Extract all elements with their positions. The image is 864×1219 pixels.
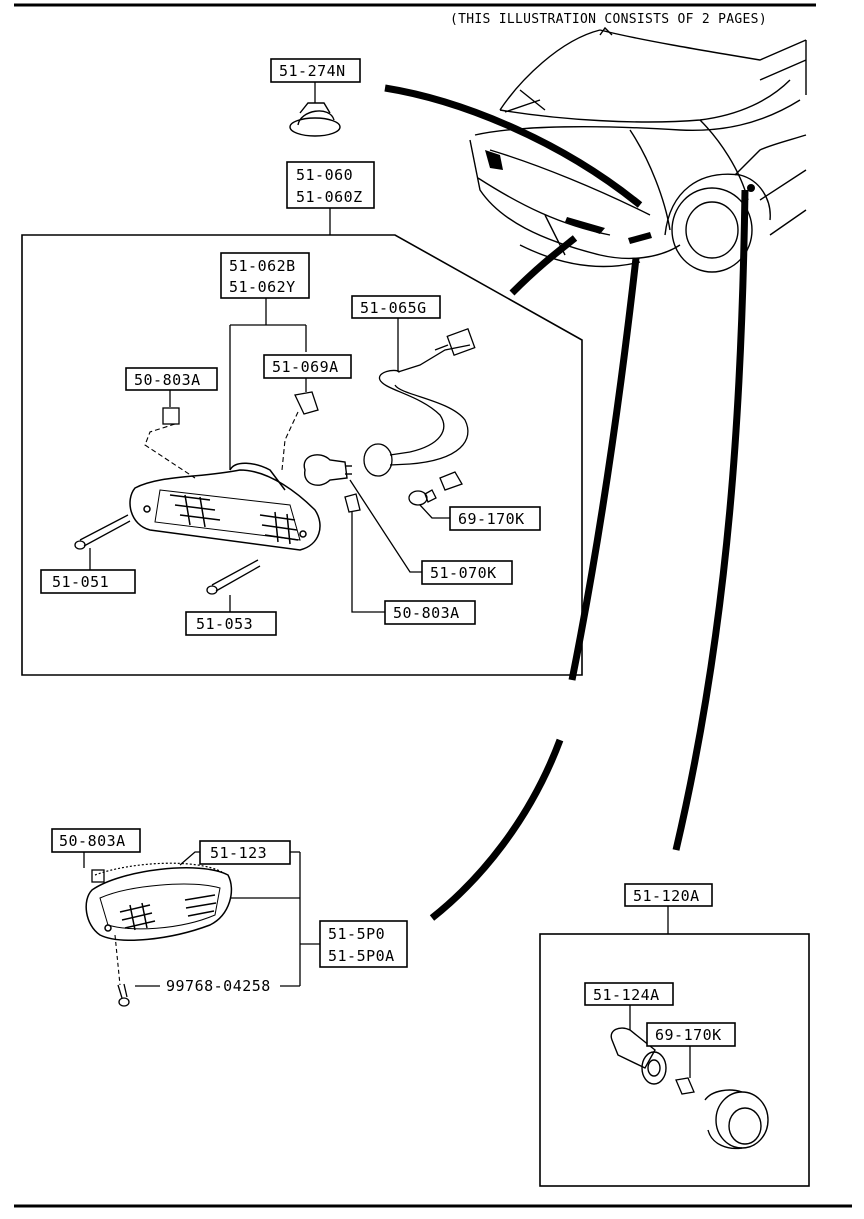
front-turn-lamp bbox=[129, 462, 321, 551]
part-number-69-170k-top: 69-170K bbox=[458, 510, 525, 528]
label-51-060: 51-060 51-060Z bbox=[286, 161, 375, 209]
part-number-51-060z: 51-060Z bbox=[296, 188, 363, 206]
label-51-062: 51-062B 51-062Y bbox=[220, 252, 310, 299]
clip-mid bbox=[344, 493, 361, 513]
bulb-51-070k bbox=[303, 454, 352, 486]
part-number-51-124a: 51-124A bbox=[593, 986, 660, 1004]
label-51-274n: 51-274N bbox=[270, 58, 361, 83]
leader-50-803a-mid bbox=[351, 512, 385, 613]
part-number-51-120a: 51-120A bbox=[633, 887, 700, 905]
part-number-51-065g: 51-065G bbox=[360, 299, 427, 317]
dashed-clip-path bbox=[144, 423, 196, 479]
wiring-harness-51-065g bbox=[363, 328, 476, 491]
label-50-803a-mid: 50-803A bbox=[384, 600, 476, 625]
label-51-069a: 51-069A bbox=[263, 354, 352, 379]
lower-assembly-frame bbox=[539, 933, 810, 1187]
upper-assembly-frame bbox=[21, 234, 583, 676]
label-69-170k-bottom: 69-170K bbox=[646, 1022, 736, 1047]
screw-51-053 bbox=[206, 559, 261, 595]
screw-99768-04258 bbox=[117, 983, 130, 1007]
small-bulb-bottom bbox=[675, 1077, 695, 1095]
part-number-69-170k-bottom: 69-170K bbox=[655, 1026, 722, 1044]
label-50-803a-top: 50-803A bbox=[125, 367, 218, 391]
part-number-99768-04258: 99768-04258 bbox=[166, 977, 271, 995]
illustration-note: (THIS ILLUSTRATION CONSISTS OF 2 PAGES) bbox=[450, 12, 767, 27]
bracket-51-069a bbox=[294, 391, 319, 415]
part-number-50-803a-bottom: 50-803A bbox=[59, 832, 126, 850]
part-number-51-070k: 51-070K bbox=[430, 564, 497, 582]
leader-51-5p0 bbox=[135, 851, 320, 987]
grommet-part bbox=[289, 102, 341, 137]
part-number-51-123: 51-123 bbox=[210, 844, 267, 862]
socket-51-124a bbox=[610, 1027, 667, 1085]
part-number-51-053: 51-053 bbox=[196, 615, 253, 633]
dashed-screw-path bbox=[114, 934, 121, 986]
part-number-51-274n: 51-274N bbox=[279, 62, 346, 80]
clip-lower bbox=[91, 869, 105, 883]
label-51-065g: 51-065G bbox=[351, 295, 441, 319]
label-51-051: 51-051 bbox=[40, 569, 136, 594]
part-number-50-803a-top: 50-803A bbox=[134, 371, 201, 389]
clip-upper bbox=[162, 407, 180, 425]
part-number-51-062y: 51-062Y bbox=[229, 278, 296, 296]
side-marker-lens-51-120a bbox=[704, 1089, 769, 1150]
part-number-51-5p0a: 51-5P0A bbox=[328, 947, 395, 965]
part-number-51-069a: 51-069A bbox=[272, 358, 339, 376]
part-number-51-051: 51-051 bbox=[52, 573, 109, 591]
screw-51-051 bbox=[74, 514, 131, 550]
lamp-gasket-51-123 bbox=[94, 862, 223, 876]
label-69-170k-top: 69-170K bbox=[449, 506, 541, 531]
label-50-803a-bottom: 50-803A bbox=[51, 828, 141, 853]
label-51-120a: 51-120A bbox=[624, 883, 713, 907]
label-51-5p0: 51-5P0 51-5P0A bbox=[319, 920, 408, 968]
label-51-070k: 51-070K bbox=[421, 560, 513, 585]
part-number-51-5p0: 51-5P0 bbox=[328, 925, 385, 943]
car-side-marker-mark bbox=[747, 184, 755, 192]
part-number-51-062b: 51-062B bbox=[229, 257, 296, 275]
part-number-51-060: 51-060 bbox=[296, 166, 353, 184]
small-bulb-top bbox=[408, 489, 437, 506]
leader-69-170k-top bbox=[419, 504, 450, 519]
leader-51-070k bbox=[349, 479, 422, 573]
part-number-50-803a-mid: 50-803A bbox=[393, 604, 460, 622]
leader-51-062 bbox=[229, 298, 307, 470]
car-turn-lamp-mark bbox=[565, 217, 605, 234]
leader-51-123 bbox=[179, 851, 200, 866]
car-headlamp-mark bbox=[485, 150, 503, 170]
car-side-lamp-mark bbox=[628, 232, 652, 244]
label-51-124a: 51-124A bbox=[584, 982, 674, 1006]
label-51-053: 51-053 bbox=[185, 611, 277, 636]
dashed-socket-path bbox=[281, 411, 299, 471]
label-51-123: 51-123 bbox=[199, 840, 291, 865]
side-marker-lamp bbox=[85, 867, 233, 941]
leader-arcs bbox=[384, 84, 749, 921]
